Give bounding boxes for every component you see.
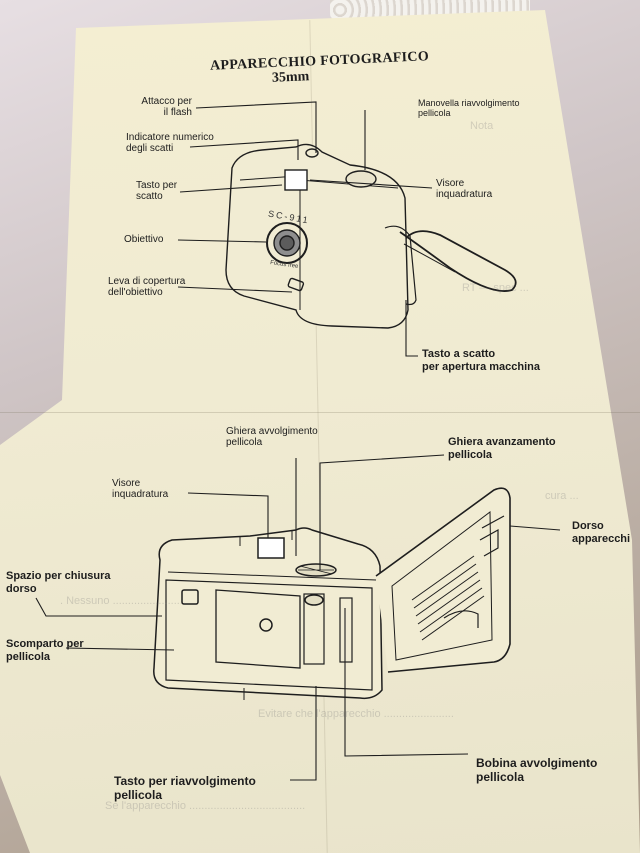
- camera-back-drawing: [153, 487, 511, 700]
- film-gate-sprocket: [259, 618, 273, 632]
- label-rewind-button: Tasto per riavvolgimento pellicola: [114, 774, 256, 802]
- bleed-text: Nota: [470, 120, 494, 132]
- label-film-wind-ring: Ghiera avvolgimento pellicola: [226, 426, 318, 448]
- label-takeup-spool: Bobina avvolgimento pellicola: [476, 756, 598, 784]
- front-leader-lines: [177, 101, 433, 357]
- lens-cover-lever: [287, 277, 305, 292]
- shutter-knob: [305, 148, 319, 158]
- label-flash-mount: Attacco per il flash: [141, 96, 192, 118]
- label-back-release: Tasto a scatto per apertura macchina: [422, 348, 540, 373]
- label-film-advance-ring: Ghiera avanzamento pellicola: [448, 436, 556, 461]
- label-lens-cover: Leva di copertura dell'obiettivo: [108, 276, 186, 298]
- paper-fold-horizontal: [0, 412, 640, 413]
- bleed-text: Evitare che l'apparecchio ..............…: [258, 708, 454, 720]
- latch-slot: [181, 589, 199, 605]
- rewind-crank-knob: [345, 170, 377, 188]
- label-lens: Obiettivo: [124, 234, 164, 245]
- label-back-door: Dorso apparecchi: [572, 520, 631, 545]
- camera-back-door: [375, 487, 511, 673]
- label-back-latch: Spazio per chiusura dorso: [6, 570, 111, 595]
- back-viewfinder-window: [257, 537, 285, 559]
- bleed-text: Se l'apparecchio .......................…: [105, 800, 306, 812]
- back-leader-lines: [35, 454, 561, 781]
- label-counter: Indicatore numerico degli scatti: [126, 132, 214, 154]
- label-viewfinder-front: Visore inquadratura: [436, 178, 493, 200]
- label-rewind-crank: Manovella riavvolgimento pellicola: [418, 98, 520, 118]
- camera-strap: [399, 230, 517, 292]
- lens-ring: [266, 222, 308, 264]
- bleed-text: . Nessuno ........................: [60, 595, 186, 607]
- front-viewfinder-window: [284, 169, 308, 191]
- camera-front-drawing: [225, 143, 517, 329]
- camera-strap-clip: [384, 225, 417, 306]
- label-film-compartment: Scomparto per pellicola: [6, 638, 84, 663]
- bleed-text: RT — spec ...: [462, 282, 529, 294]
- takeup-spool-body: [303, 593, 325, 665]
- film-gate: [215, 589, 301, 669]
- takeup-spool-chamber: [339, 597, 353, 663]
- bleed-text: cura ...: [545, 490, 579, 502]
- label-viewfinder-back: Visore inquadratura: [112, 478, 169, 500]
- label-shutter-button: Tasto per scatto: [136, 180, 178, 202]
